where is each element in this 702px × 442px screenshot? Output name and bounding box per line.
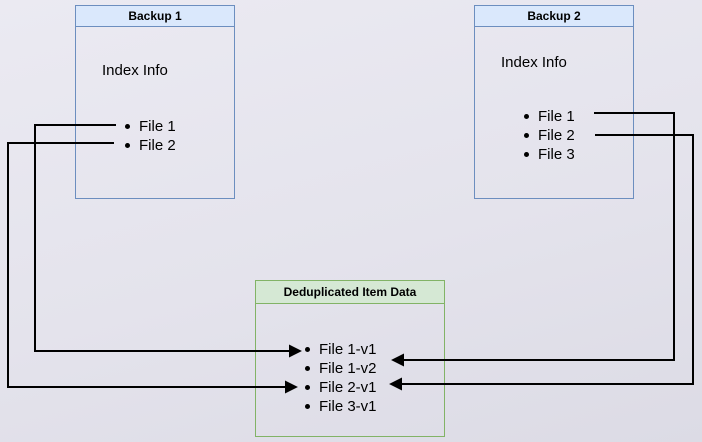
backup2-item-list: File 1 File 2 File 3: [475, 107, 633, 164]
item-label: File 3: [538, 146, 575, 163]
item-label: File 3-v1: [319, 398, 377, 415]
bullet-icon: [524, 133, 529, 138]
item-label: File 2-v1: [319, 379, 377, 396]
bullet-icon: [305, 347, 310, 352]
item-label: File 2: [538, 127, 575, 144]
backup1-item-list: File 1 File 2: [76, 117, 234, 155]
list-item: File 1-v2: [256, 359, 444, 378]
list-item: File 2-v1: [256, 378, 444, 397]
item-label: File 1: [538, 108, 575, 125]
list-item: File 1-v1: [256, 340, 444, 359]
backup2-box: Backup 2 Index Info File 1 File 2 File 3: [474, 5, 634, 199]
item-label: File 2: [139, 137, 176, 154]
dedup-box: Deduplicated Item Data File 1-v1 File 1-…: [255, 280, 445, 437]
backup2-title: Backup 2: [475, 6, 633, 27]
bullet-icon: [305, 404, 310, 409]
backup1-title: Backup 1: [76, 6, 234, 27]
bullet-icon: [524, 152, 529, 157]
dedup-item-list: File 1-v1 File 1-v2 File 2-v1 File 3-v1: [256, 340, 444, 416]
list-item: File 3-v1: [256, 397, 444, 416]
bullet-icon: [125, 143, 130, 148]
list-item: File 2: [76, 136, 234, 155]
item-label: File 1: [139, 118, 176, 135]
list-item: File 3: [475, 145, 633, 164]
item-label: File 1-v1: [319, 341, 377, 358]
bullet-icon: [305, 366, 310, 371]
item-label: File 1-v2: [319, 360, 377, 377]
list-item: File 1: [475, 107, 633, 126]
list-item: File 2: [475, 126, 633, 145]
backup1-box: Backup 1 Index Info File 1 File 2: [75, 5, 235, 199]
list-item: File 1: [76, 117, 234, 136]
dedup-title: Deduplicated Item Data: [256, 281, 444, 304]
backup1-subtitle: Index Info: [102, 62, 168, 79]
bullet-icon: [305, 385, 310, 390]
backup2-subtitle: Index Info: [501, 54, 567, 71]
bullet-icon: [125, 124, 130, 129]
bullet-icon: [524, 114, 529, 119]
